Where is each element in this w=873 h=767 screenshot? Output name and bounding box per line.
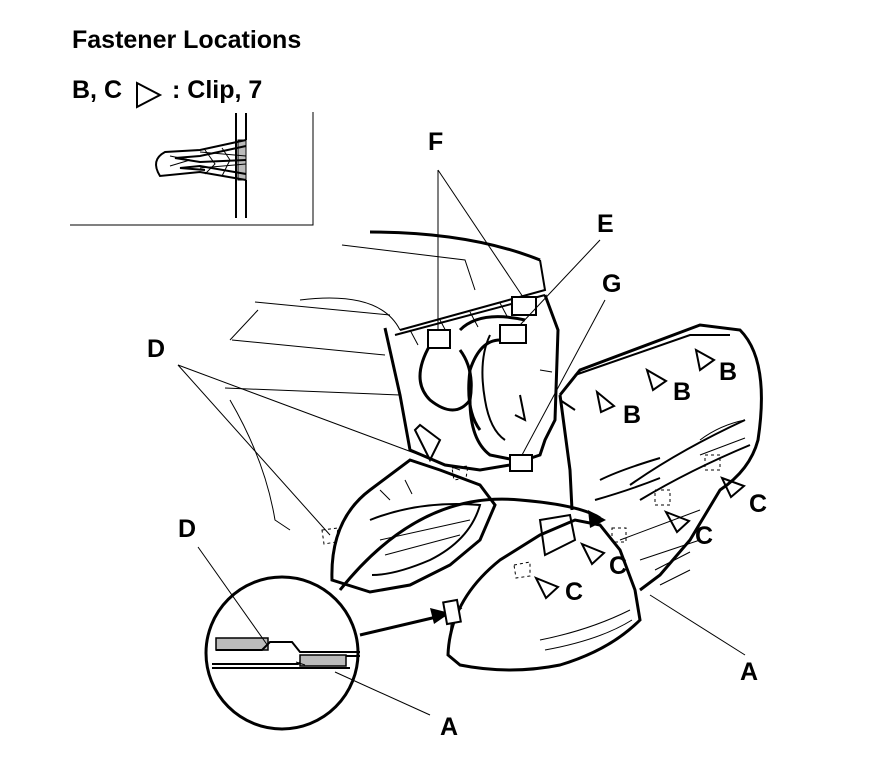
- callout-C1: C: [749, 490, 767, 518]
- triangle-right-icon: [136, 81, 163, 109]
- console-lid: [224, 230, 547, 396]
- callout-D-upper: D: [147, 335, 165, 363]
- callout-B1: B: [623, 401, 641, 429]
- clip-detail-inset: [70, 112, 314, 226]
- clip-legend-suffix: : Clip, 7: [172, 76, 263, 104]
- callout-D-detail: D: [178, 515, 196, 543]
- callout-E: E: [597, 210, 614, 238]
- left-side-cover: [229, 399, 497, 594]
- clip-legend-prefix: B, C: [72, 76, 122, 104]
- clip-engagement-detail: [204, 575, 360, 731]
- diagram-title: Fastener Locations: [72, 26, 302, 54]
- callout-G: G: [602, 270, 621, 298]
- connector-E: [499, 324, 527, 344]
- callout-F: F: [428, 128, 443, 156]
- callout-C4: C: [565, 578, 583, 606]
- callout-B2: B: [673, 378, 691, 406]
- callout-C2: C: [695, 522, 713, 550]
- callout-A-right: A: [740, 658, 758, 686]
- wire-harness: [418, 315, 526, 462]
- connector-G: [509, 454, 533, 472]
- callout-C3: C: [609, 552, 627, 580]
- connector-F2: [511, 296, 537, 316]
- callout-B3: B: [719, 358, 737, 386]
- callout-A-detail: A: [440, 713, 458, 741]
- connector-F1: [427, 329, 451, 349]
